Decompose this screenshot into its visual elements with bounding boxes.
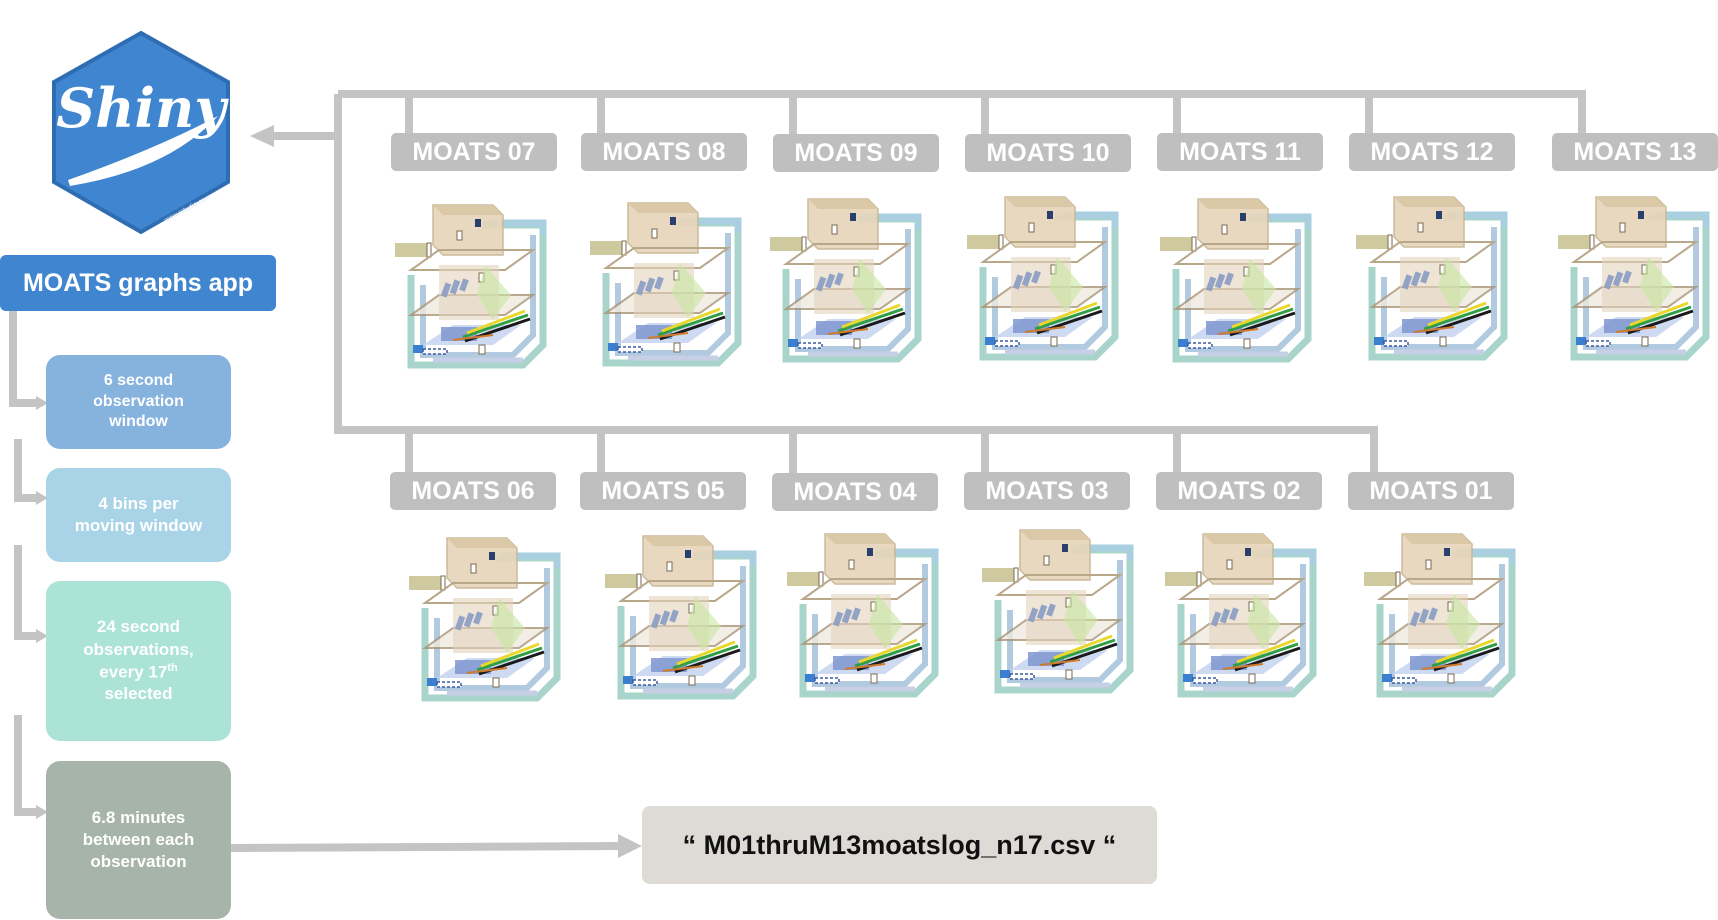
device-bottom-2 (603, 526, 763, 711)
output-file-box: “ M01thruM13moatslog_n17.csv “ (642, 806, 1157, 884)
moats-device-icon (409, 537, 561, 702)
step3-line4: selected (104, 684, 173, 704)
moats-device-icon (967, 196, 1119, 361)
device-top-3 (768, 189, 928, 374)
moats-device-icon (1165, 533, 1317, 698)
flow-line-2 (14, 439, 40, 502)
arrow-head-shiny (250, 125, 274, 147)
arrow-head-4 (36, 805, 48, 819)
device-top-7 (1556, 187, 1716, 372)
arrow-head-1 (36, 396, 48, 410)
step1-line3: window (109, 413, 168, 431)
moats-device-icon (605, 535, 757, 700)
step3-line3-sup: th (167, 661, 178, 674)
step3-line3: every 17th (99, 661, 177, 684)
device-top-6 (1354, 187, 1514, 372)
step4-line1: 6.8 minutes (91, 807, 186, 827)
app-title: MOATS graphs app (22, 268, 254, 297)
step-observations: 24 second observations, every 17th selec… (46, 581, 231, 741)
step-minutes-between: 6.8 minutes between each observation (46, 761, 231, 919)
tank-label-bottom-6: MOATS 01 (1348, 472, 1514, 510)
tank-label-top-3: MOATS 09 (773, 134, 939, 172)
step1-line2: observation (93, 392, 184, 410)
tank-label-bottom-3: MOATS 04 (772, 473, 938, 511)
device-top-5 (1158, 189, 1318, 374)
step4-line3: observation (90, 852, 187, 872)
tank-label-bottom-2: MOATS 05 (580, 472, 746, 510)
device-bottom-3 (785, 524, 945, 709)
moats-device-icon (1364, 533, 1516, 698)
device-bottom-1 (407, 528, 567, 713)
device-top-4 (965, 187, 1125, 372)
step-bins: 4 bins per moving window (46, 468, 231, 562)
shiny-logo-text: Shiny (56, 76, 229, 140)
output-file-name: “ M01thruM13moatslog_n17.csv “ (682, 829, 1117, 860)
moats-device-icon (770, 198, 922, 363)
arrow-head-2 (36, 491, 48, 505)
moats-device-icon (590, 202, 742, 367)
step3-line2: observations, (83, 639, 194, 659)
step4-line2: between each (82, 829, 195, 849)
step1-line1: 6 second (103, 371, 174, 389)
tank-label-bottom-1: MOATS 06 (390, 472, 556, 510)
moats-device-icon (787, 533, 939, 698)
flow-line-1 (9, 311, 40, 407)
device-top-1 (393, 195, 553, 380)
bottom-drop-lines (405, 426, 1378, 474)
tank-label-top-7: MOATS 13 (1552, 133, 1718, 171)
tank-label-top-2: MOATS 08 (581, 133, 747, 171)
device-bottom-6 (1362, 524, 1522, 709)
device-top-2 (588, 193, 748, 378)
moats-device-icon (1160, 198, 1312, 363)
tank-label-top-1: MOATS 07 (391, 133, 557, 171)
moats-device-icon (982, 529, 1134, 694)
tank-label-top-5: MOATS 11 (1157, 133, 1323, 171)
app-title-box: MOATS graphs app (0, 255, 276, 311)
step3-line1: 24 second (96, 617, 181, 637)
top-drop-lines (405, 90, 1586, 135)
moats-device-icon (1356, 196, 1508, 361)
arrow-head-3 (36, 629, 48, 643)
arrow-to-file-line (230, 842, 623, 852)
step3-line3-text: every 17 (99, 662, 168, 682)
flow-line-4 (14, 715, 40, 816)
moats-device-icon (395, 204, 547, 369)
device-bottom-5 (1163, 524, 1323, 709)
tank-label-top-4: MOATS 10 (965, 134, 1131, 172)
flow-line-3 (14, 545, 40, 640)
tank-label-bottom-4: MOATS 03 (964, 472, 1130, 510)
step2-line1: 4 bins per (98, 493, 179, 513)
device-bottom-4 (980, 520, 1140, 705)
arrow-head-file (618, 834, 642, 858)
moats-device-icon (1558, 196, 1710, 361)
step2-line2: moving window (74, 516, 203, 535)
tank-label-top-6: MOATS 12 (1349, 133, 1515, 171)
tank-label-bottom-5: MOATS 02 (1156, 472, 1322, 510)
shiny-logo: Shiny www.rstudio.com (48, 30, 234, 235)
step-observation-window: 6 second observation window (46, 355, 231, 449)
